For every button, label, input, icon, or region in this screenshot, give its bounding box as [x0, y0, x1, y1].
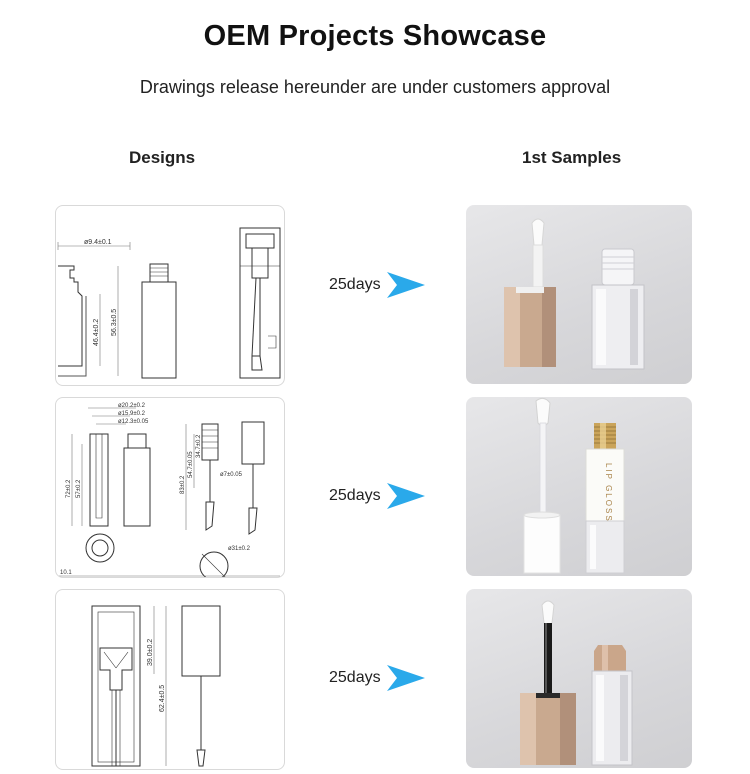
sample-photo-1: [466, 205, 692, 384]
sample-photo-3: [466, 589, 692, 768]
lead-time-3: 25days: [329, 663, 425, 693]
sample-photo-2: LIP GLOSS: [466, 397, 692, 576]
dimension-label: 34.7±0.2: [196, 434, 202, 458]
dimension-label: 83±0.2: [180, 475, 186, 494]
dimension-label: ø9.4±0.1: [84, 239, 112, 246]
design-drawing-1: ø9.4±0.1 46.4±0.2 56.3±0.5: [55, 205, 285, 386]
lead-time-label: 25days: [329, 669, 381, 686]
product-label: LIP GLOSS: [604, 463, 613, 523]
dimension-label: ø20.2±0.2: [118, 403, 146, 409]
dimension-label: ø12.3±0.05: [118, 419, 149, 425]
dimension-label: 62.4±0.5: [159, 685, 166, 712]
dimension-label: ø15.9±0.2: [118, 411, 146, 417]
lead-time-label: 25days: [329, 276, 381, 293]
design-drawing-3: 39.0±0.2 62.4±0.5: [55, 589, 285, 770]
dimension-label: 39.0±0.2: [147, 639, 154, 666]
dimension-label: 56.3±0.5: [111, 309, 118, 336]
designs-column-heading: Designs: [129, 148, 196, 167]
dimension-label: ø31±0.2: [228, 546, 251, 552]
arrow-right-icon: [386, 483, 425, 509]
lead-time-2: 25days: [329, 481, 425, 511]
dimension-label: 57±0.2: [76, 479, 82, 498]
samples-column-heading: 1st Samples: [522, 148, 622, 167]
arrow-right-icon: [386, 272, 425, 298]
arrow-right-icon: [386, 665, 425, 691]
dimension-label: 46.4±0.2: [93, 319, 100, 346]
lead-time-1: 25days: [329, 270, 425, 300]
design-drawing-2: ø20.2±0.2 ø15.9±0.2 ø12.3±0.05 72±0.2 57…: [55, 397, 285, 578]
page-title: OEM Projects Showcase: [203, 20, 547, 52]
dimension-label: ø7±0.05: [220, 472, 243, 478]
dimension-label: 10.1: [60, 570, 72, 576]
page-subtitle: Drawings release hereunder are under cus…: [139, 77, 611, 97]
dimension-label: 72±0.2: [66, 479, 72, 498]
lead-time-label: 25days: [329, 487, 381, 504]
dimension-label: 54.7±0.05: [188, 451, 194, 478]
